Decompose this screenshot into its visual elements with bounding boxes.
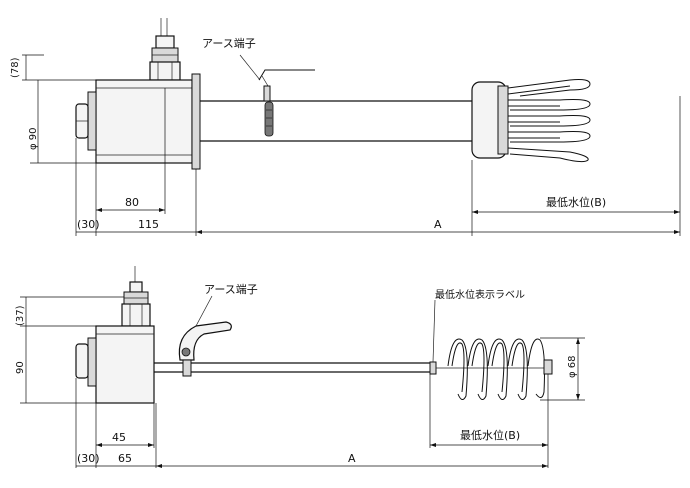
bottom-dim-a: A xyxy=(348,452,356,465)
top-min-water-level-label: 最低水位(B) xyxy=(546,195,606,209)
top-dim-80: 80 xyxy=(125,196,139,209)
bottom-thermostat-knob xyxy=(75,337,97,387)
top-thermostat-knob xyxy=(75,91,97,151)
bottom-dim-30: (30) xyxy=(77,452,100,465)
bottom-view: アース端子 最低水位表示ラベル (37) xyxy=(15,266,585,468)
top-heating-coils xyxy=(507,79,591,163)
bottom-pipe xyxy=(154,362,430,373)
bottom-cable-gland xyxy=(121,266,151,327)
top-housing xyxy=(95,79,193,164)
bottom-min-water-level-label: 最低水位(B) xyxy=(460,428,520,442)
bottom-dim-90: 90 xyxy=(15,361,26,374)
bottom-dim-65: 65 xyxy=(118,452,132,465)
bottom-helical-coil xyxy=(436,338,553,400)
top-view: アース端子 (78) φ xyxy=(10,18,681,236)
bottom-earth-terminal-label: アース端子 xyxy=(204,283,258,296)
top-cable-gland xyxy=(149,18,181,81)
top-earth-terminal-label: アース端子 xyxy=(202,37,256,50)
top-element-head xyxy=(471,81,509,159)
top-flange xyxy=(191,73,201,170)
top-dim-phi90: φ 90 xyxy=(28,128,39,151)
top-dim-30: (30) xyxy=(77,218,100,231)
top-dim-78: (78) xyxy=(10,57,21,78)
top-pipe xyxy=(200,100,472,142)
bottom-earth-terminal: アース端子 xyxy=(178,283,258,377)
bottom-dim-37: (37) xyxy=(15,305,26,326)
bottom-min-level-indicator-label: 最低水位表示ラベル xyxy=(435,288,525,301)
top-dim-a: A xyxy=(434,218,442,231)
bottom-housing xyxy=(95,325,155,404)
bottom-dim-phi68: φ 68 xyxy=(567,356,578,379)
top-earth-terminal: アース端子 xyxy=(202,37,315,137)
top-dimensions: (78) φ 90 80 (30) 115 A 最低水位(B) xyxy=(10,54,681,236)
bottom-dimensions: (37) 90 φ 68 45 最 xyxy=(15,296,585,468)
bottom-min-level-indicator: 最低水位表示ラベル xyxy=(429,288,525,375)
bottom-dim-45: 45 xyxy=(112,431,126,444)
top-dim-115: 115 xyxy=(138,218,159,231)
